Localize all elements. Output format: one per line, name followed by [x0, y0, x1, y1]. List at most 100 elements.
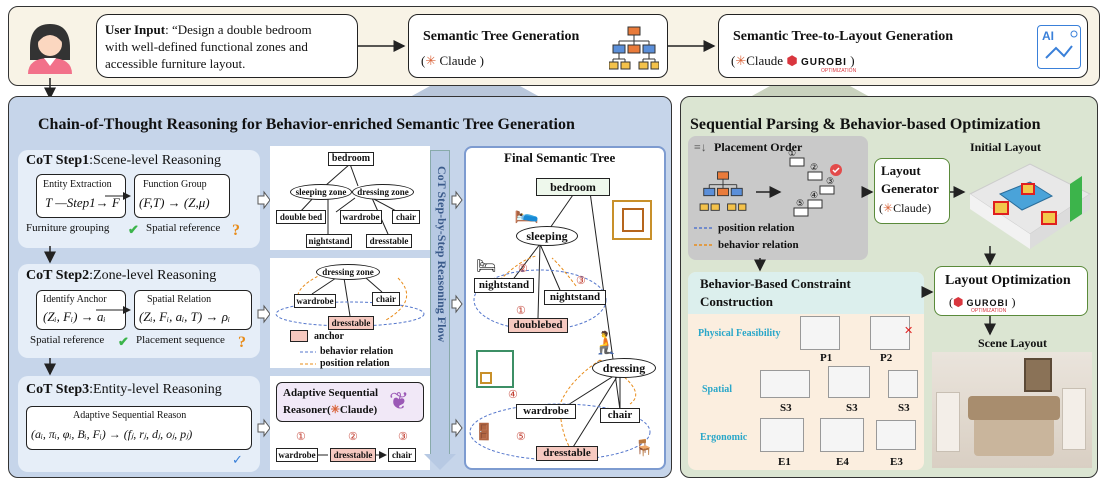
- bbcc-title-1: Behavior-Based Constraint: [700, 276, 851, 291]
- claude-label: Claude: [439, 53, 477, 68]
- anchor-swatch: [290, 330, 308, 342]
- user-input-label: User Input: [105, 22, 166, 37]
- physical-label: Physical Feasibility: [698, 328, 781, 339]
- tree2-chair: chair: [372, 292, 400, 306]
- semantic-tree-generation-box: Semantic Tree Generation (✳ Claude ): [408, 14, 668, 78]
- confirm-icon: ✓: [232, 452, 243, 467]
- final-nightstand-left: nightstand: [474, 278, 534, 293]
- tree2-dressing-zone: dressing zone: [316, 264, 380, 280]
- placement-order-label: Placement Order: [714, 140, 803, 154]
- legend-position: position relation: [320, 358, 390, 369]
- tree2-dresstable: dresstable: [328, 316, 374, 330]
- s3-illustration-1: [760, 370, 810, 398]
- final-chair: chair: [600, 408, 640, 423]
- final-dressing: dressing: [592, 358, 656, 378]
- final-wardrobe: wardrobe: [516, 404, 576, 419]
- step2-sub: :Zone-level Reasoning: [89, 268, 217, 283]
- cot-flow-label: CoT Step-by-Step Reasoning Flow: [435, 166, 449, 343]
- wardrobe-plan-icon-2: [476, 350, 514, 388]
- ai-icon: AI: [1037, 25, 1081, 69]
- initial-layout-image: [960, 154, 1092, 254]
- legend-behavior: behavior relation: [320, 346, 394, 357]
- layout-generator-box: Layout Generator (✳Claude): [874, 158, 950, 224]
- spatial-relation-box: Spatial Relation (Zᵢ, Fᵢ, aᵢ, T) → ρᵢ: [134, 290, 252, 330]
- scene-layout-render: [932, 352, 1092, 468]
- tree-icon: [696, 170, 750, 214]
- tree-to-layout-box: Semantic Tree-to-Layout Generation (✳Cla…: [718, 14, 1088, 78]
- claude-icon: ✳: [883, 201, 894, 215]
- tree1-root: bedroom: [328, 152, 374, 166]
- gurobi-label: GUROBI: [800, 57, 847, 68]
- list-icon: ≡↓: [694, 140, 707, 154]
- final-nightstand-right: nightstand: [544, 290, 606, 305]
- legend-anchor: anchor: [314, 331, 344, 342]
- question-icon: ?: [232, 222, 240, 239]
- scene-layout-label: Scene Layout: [978, 336, 1047, 350]
- tree1-chair: chair: [392, 210, 420, 224]
- adaptive-seq-box: Adaptive Sequential Reason (aᵢ, πᵢ, φᵢ, …: [26, 406, 252, 450]
- p1-illustration: [800, 316, 840, 350]
- claude-icon: ✳: [330, 404, 340, 416]
- reasoner-dresstable: dresstable: [330, 448, 376, 462]
- step2-title: CoT Step2: [26, 268, 90, 283]
- reasoner-chair: chair: [388, 448, 416, 462]
- tree1-double-bed: double bed: [276, 210, 326, 224]
- final-tree-title: Final Semantic Tree: [504, 150, 616, 165]
- behavior-relation-label: behavior relation: [718, 239, 799, 251]
- check-icon: ✔: [118, 334, 129, 349]
- ergonomic-label: Ergonomic: [700, 432, 748, 443]
- tree1-sleeping-zone: sleeping zone: [290, 184, 352, 200]
- furniture-grouping: Furniture grouping: [26, 222, 110, 234]
- check-icon: ✔: [128, 222, 139, 237]
- claude-label: Claude: [746, 53, 784, 68]
- step1-sub: :Scene-level Reasoning: [89, 153, 221, 168]
- identify-anchor-box: Identify Anchor (Zᵢ, Fᵢ) → aᵢ: [36, 290, 126, 330]
- s3-illustration-3: [888, 370, 918, 398]
- e3-illustration: [876, 420, 916, 450]
- tree-to-layout-title: Semantic Tree-to-Layout Generation: [733, 29, 954, 44]
- spatial-reference: Spatial reference: [146, 222, 221, 234]
- user-input-text-2: with well-defined functional zones and: [105, 39, 308, 54]
- placement-sequence: Placement sequence: [136, 334, 225, 346]
- person-desk-icon: 🧎: [592, 330, 620, 355]
- gurobi-icon: ⬢: [786, 53, 798, 68]
- final-doublebed: doublebed: [508, 318, 568, 333]
- person-chair-icon: 🪑: [634, 440, 654, 457]
- spatial-label: Spatial: [702, 384, 733, 395]
- entity-extraction-box: Entity Extraction T —Step1→ F: [36, 174, 126, 218]
- wardrobe-icon: 🚪: [474, 424, 494, 441]
- tree1-nightstand: nightstand: [306, 234, 352, 248]
- tree2-wardrobe: wardrobe: [294, 294, 336, 308]
- step3-sub: :Entity-level Reasoning: [89, 382, 222, 397]
- final-root: bedroom: [536, 178, 610, 196]
- initial-layout-label: Initial Layout: [970, 140, 1042, 154]
- semantic-tree-generation-title: Semantic Tree Generation: [423, 29, 580, 44]
- function-group-box: Function Group (F,T) → (Z,μ): [134, 174, 230, 218]
- final-dresstable: dresstable: [536, 446, 598, 461]
- cot-panel-title: Chain-of-Thought Reasoning for Behavior-…: [38, 116, 575, 133]
- tree1-wardrobe: wardrobe: [340, 210, 382, 224]
- reasoner-wardrobe: wardrobe: [276, 448, 318, 462]
- tree1-dressing-zone: dressing zone: [352, 184, 414, 200]
- step1-title: CoT Step1: [26, 153, 90, 168]
- p2-illustration: [870, 316, 910, 350]
- layout-optimization-box: Layout Optimization (⬢ GUROBI ) OPTIMIZA…: [934, 266, 1088, 316]
- wardrobe-plan-icon: [612, 200, 652, 240]
- claude-icon: ✳: [425, 53, 437, 68]
- gurobi-sub: OPTIMIZATION: [821, 68, 857, 74]
- question-icon: ?: [238, 334, 246, 351]
- spatial-reference-2: Spatial reference: [30, 334, 105, 346]
- user-avatar-icon: [22, 20, 78, 74]
- e1-illustration: [760, 418, 804, 452]
- s3-illustration-2: [828, 366, 870, 398]
- user-input-box: User Input: “Design a double bedroom wit…: [96, 14, 358, 78]
- user-input-text-1: : “Design a double bedroom: [165, 22, 312, 37]
- user-input-text-3: accessible furniture layout.: [105, 56, 246, 71]
- e4-illustration: [820, 418, 864, 452]
- final-sleeping: sleeping: [516, 226, 578, 246]
- reasoner-box: Adaptive Sequential Reasoner(✳Claude) ❦: [276, 382, 424, 422]
- nightstand-icon: 🛏: [476, 258, 497, 275]
- position-relation-label: position relation: [718, 222, 795, 234]
- tree-icon: [609, 25, 659, 73]
- optimization-title: Sequential Parsing & Behavior-based Opti…: [690, 116, 1041, 133]
